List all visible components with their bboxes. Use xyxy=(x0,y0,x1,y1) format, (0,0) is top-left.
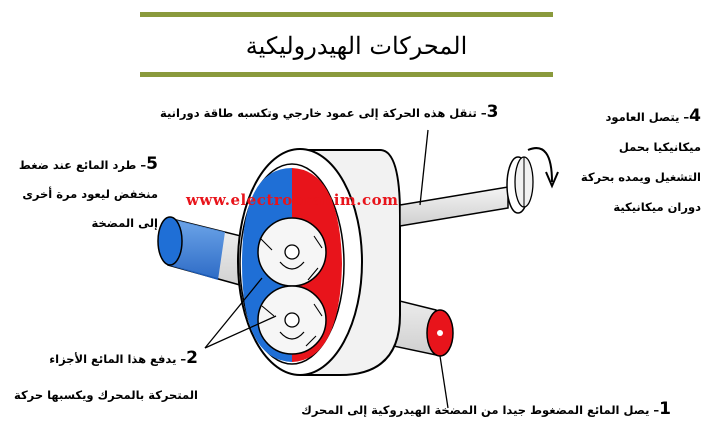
label-step-5: 5– طرد المائع عند ضغط منخفض ليعود مرة أخ… xyxy=(8,150,158,238)
step-1-text: – يصل المائع المضغوط جيدا من المضخة الهي… xyxy=(301,403,660,417)
watermark-url: www.electrobrahim.com xyxy=(186,191,399,209)
label-step-4: 4– يتصل العامود ميكانيكيا بحمل التشغيل و… xyxy=(581,101,701,222)
step-5-line-2: منخفض ليعود مرة أخرى xyxy=(22,187,158,201)
step-5-line-1: – طرد المائع عند ضغط xyxy=(18,158,147,172)
step-1-number: 1 xyxy=(659,399,671,419)
leader-lines xyxy=(204,129,449,409)
output-shaft xyxy=(399,156,534,227)
step-2-line-2: المتحركة بالمحرك ويكسبها حركة xyxy=(14,388,198,402)
step-4-line-4: دوران ميكانيكية xyxy=(613,200,701,214)
label-step-1: 1– يصل المائع المضغوط جيدا من المضخة اله… xyxy=(301,399,671,419)
step-2-number: 2 xyxy=(186,348,198,368)
step-2-line-1: – يدفع هذا المائع الأجزاء xyxy=(49,352,187,366)
step-4-number: 4 xyxy=(689,106,701,126)
rotation-arrow-icon xyxy=(527,147,559,189)
label-step-2: 2– يدفع هذا المائع الأجزاء المتحركة بالم… xyxy=(2,340,198,413)
step-4-line-2: ميكانيكيا بحمل xyxy=(618,140,701,154)
title-bar-bottom xyxy=(140,72,553,77)
step-3-number: 3 xyxy=(486,102,499,122)
step-3-text: – تنقل هذه الحركة إلى عمود خارجي وتكسبه … xyxy=(160,106,487,120)
title-bar-top xyxy=(140,12,553,17)
step-4-line-1: – يتصل العامود xyxy=(605,110,690,124)
step-4-line-3: التشغيل ويمده بحركة xyxy=(580,170,701,184)
page-title: المحركات الهيدروليكية xyxy=(245,32,468,60)
step-5-line-3: إلى المضخة xyxy=(91,216,158,230)
upper-gear xyxy=(257,217,327,287)
step-5-number: 5 xyxy=(146,154,158,174)
label-step-3: 3– تنقل هذه الحركة إلى عمود خارجي وتكسبه… xyxy=(160,102,499,122)
lower-gear xyxy=(257,285,327,355)
